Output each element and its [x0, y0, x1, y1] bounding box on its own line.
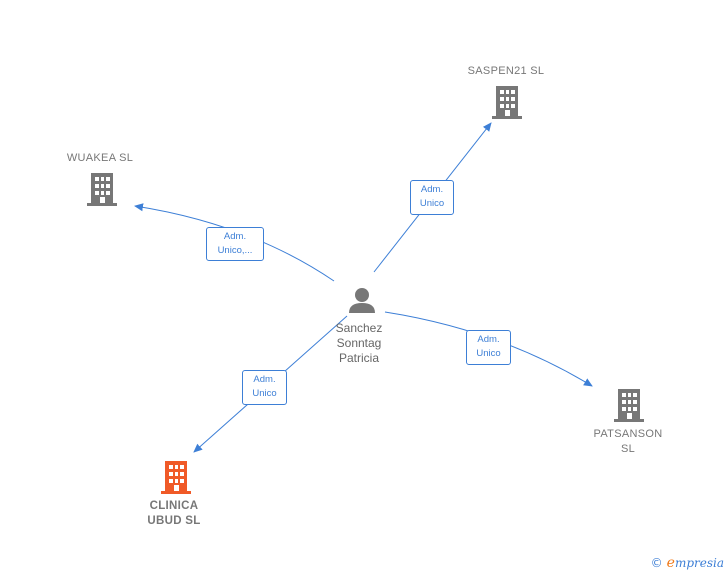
edge-label-patsanson-text: Adm. Unico: [476, 334, 501, 359]
edge-label-wuakea-text: Adm. Unico,...: [217, 231, 253, 256]
brand-logo-text: mpresia: [674, 556, 724, 570]
edge-label-clinica[interactable]: Adm. Unico: [242, 370, 287, 405]
node-label-wuakea[interactable]: WUAKEA SL: [66, 152, 134, 164]
node-label-saspen[interactable]: SASPEN21 SL: [467, 65, 545, 77]
copyright-icon: ©: [650, 556, 663, 570]
edge-label-clinica-text: Adm. Unico: [252, 374, 277, 399]
building-icon-saspen[interactable]: [492, 84, 522, 120]
node-label-patsanson[interactable]: PATSANSON SL: [593, 428, 663, 455]
edge-label-wuakea[interactable]: Adm. Unico,...: [206, 227, 264, 261]
person-name-text: Sanchez Sonntag Patricia: [335, 321, 383, 365]
edge-label-patsanson[interactable]: Adm. Unico: [466, 330, 511, 365]
person-name[interactable]: Sanchez Sonntag Patricia: [314, 321, 404, 366]
building-icon-wuakea[interactable]: [87, 171, 117, 207]
person-icon[interactable]: [349, 288, 375, 313]
edge-label-saspen[interactable]: Adm. Unico: [410, 180, 454, 215]
building-icon-patsanson[interactable]: [614, 387, 644, 423]
edge-label-saspen-text: Adm. Unico: [419, 184, 445, 209]
brand-footer[interactable]: ©empresia: [651, 555, 724, 571]
building-icon-clinica[interactable]: [161, 459, 191, 495]
brand-logo-initial: e: [666, 555, 675, 571]
node-label-clinica[interactable]: CLINICA UBUD SL: [147, 500, 201, 527]
